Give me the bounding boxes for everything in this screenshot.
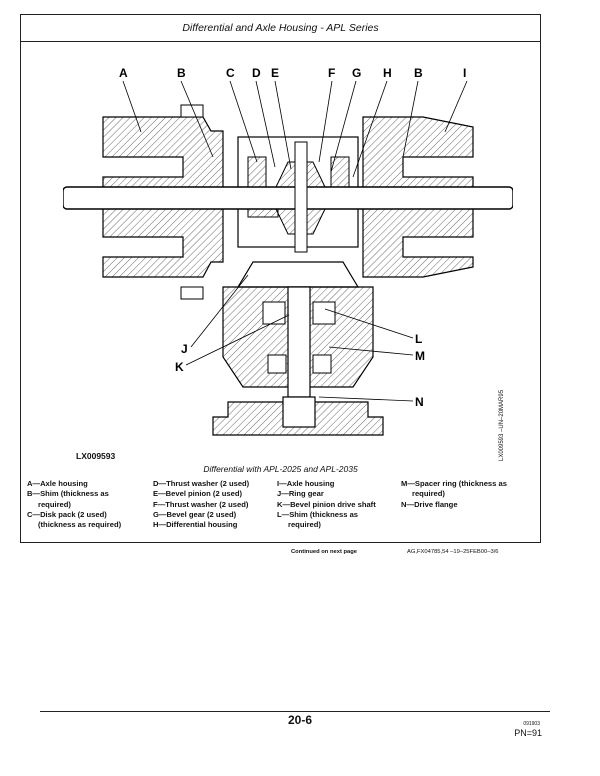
legend-column-4: M—Spacer ring (thickness as required) N—… <box>401 479 507 510</box>
axle-shaft <box>63 186 513 210</box>
legend-item: (thickness as required) <box>38 520 122 530</box>
callout-a: A <box>119 66 128 80</box>
callout-m: M <box>415 349 425 363</box>
callout-j: J <box>181 342 188 356</box>
legend-item: B—Shim (thickness as <box>27 489 109 499</box>
legend-item: required) <box>38 499 71 509</box>
figure-id: LX009593 <box>76 451 116 461</box>
callout-c: C <box>226 66 235 80</box>
reference-code: AG,FX04785,54 –19–25FEB00–3/6 <box>407 549 499 555</box>
page-frame: Differential and Axle Housing - APL Seri… <box>20 14 541 555</box>
legend-column-3: I—Axle housing J—Ring gear K—Bevel pinio… <box>277 479 376 530</box>
callout-k: K <box>175 360 184 374</box>
callout-f: F <box>328 66 335 80</box>
callout-b2: B <box>414 66 423 80</box>
legend-item: L—Shim (thickness as <box>277 509 359 519</box>
legend-item: M—Spacer ring (thickness as <box>401 479 507 488</box>
leader-lines <box>122 80 468 402</box>
callout-l: L <box>415 332 422 346</box>
legend-item: required) <box>412 489 445 499</box>
legend-item: G—Bevel gear (2 used) <box>153 509 237 519</box>
callout-b: B <box>177 66 186 80</box>
legend-item: K—Bevel pinion drive shaft <box>277 499 376 509</box>
header-rule <box>21 41 540 42</box>
legend-item: H—Differential housing <box>153 520 238 530</box>
legend-item: required) <box>288 520 321 530</box>
differential-cross-section-figure: A B C D E F G H B I J K L M N <box>63 66 513 436</box>
page-number: 20-6 <box>287 713 313 727</box>
callout-e: E <box>271 66 279 80</box>
ring-gear <box>236 261 360 288</box>
bevel-gear-set <box>275 141 326 253</box>
figure-side-reference: LX009593 –UN–20MAR95 <box>499 389 505 461</box>
legend-item: N—Drive flange <box>401 499 458 509</box>
callout-d: D <box>252 66 261 80</box>
legend-item: E—Bevel pinion (2 used) <box>153 489 243 499</box>
legend-column-1: A—Axle housing B—Shim (thickness as requ… <box>27 479 121 530</box>
legend-item: D—Thrust washer (2 used) <box>153 479 250 488</box>
legend-column-2: D—Thrust washer (2 used) E—Bevel pinion … <box>153 479 249 530</box>
legend-item: F—Thrust washer (2 used) <box>153 499 249 509</box>
section-title: Differential and Axle Housing - APL Seri… <box>182 22 379 34</box>
bevel-pinion-drive-shaft <box>287 286 311 398</box>
legend-item: J—Ring gear <box>277 489 324 499</box>
legend-item: A—Axle housing <box>27 479 88 488</box>
legend-item: I—Axle housing <box>277 479 335 488</box>
continued-notice: Continued on next page <box>291 549 358 555</box>
callout-h: H <box>383 66 392 80</box>
pinion-bearings <box>262 301 336 374</box>
callout-i: I <box>463 66 466 80</box>
housing-bolts <box>180 104 204 300</box>
callout-n: N <box>415 395 424 409</box>
callout-g: G <box>352 66 361 80</box>
footer-rule <box>40 711 550 712</box>
flange-nut <box>282 396 316 428</box>
date-code: 091903 <box>523 721 540 727</box>
legend-item: C—Disk pack (2 used) <box>27 509 107 519</box>
figure-caption: Differential with APL-2025 and APL-2035 <box>203 464 358 474</box>
pn-number: PN=91 <box>514 728 542 738</box>
